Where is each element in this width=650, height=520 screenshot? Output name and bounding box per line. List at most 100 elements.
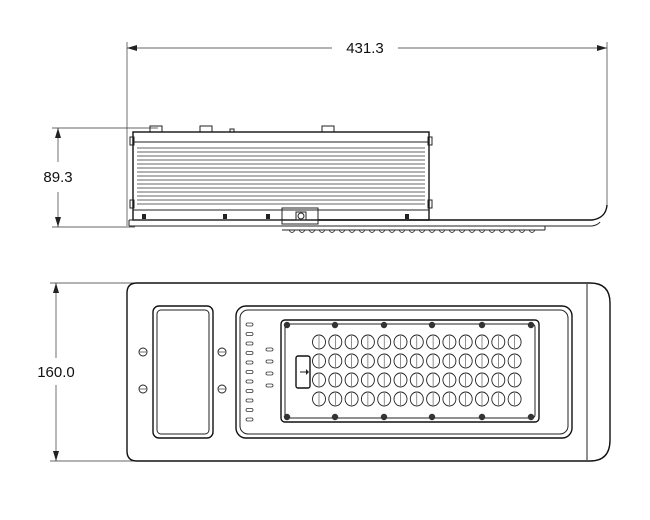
vent-slot xyxy=(245,417,254,422)
led-lens xyxy=(426,391,441,407)
led-lens xyxy=(360,391,375,407)
vent-slots xyxy=(245,322,274,422)
led-lens xyxy=(393,334,408,350)
led-lens xyxy=(442,372,457,388)
vent-slot xyxy=(245,341,254,346)
led-lens xyxy=(328,353,343,369)
led-lens xyxy=(312,391,326,407)
led-lens xyxy=(377,353,392,369)
led-lens-array xyxy=(312,334,522,407)
led-lens xyxy=(491,391,506,407)
vent-slot xyxy=(245,379,254,384)
led-lens xyxy=(442,353,457,369)
board-screw xyxy=(428,413,436,421)
led-lens xyxy=(458,334,473,350)
led-lens xyxy=(426,353,441,369)
led-lens xyxy=(312,353,326,369)
vent-slot xyxy=(245,351,254,355)
led-lens xyxy=(458,353,473,369)
side-lens xyxy=(388,229,396,233)
length-dimension-label: 431.3 xyxy=(346,40,384,57)
side-lens xyxy=(378,229,386,233)
board-screw xyxy=(527,413,535,421)
side-lens xyxy=(508,229,516,233)
led-lens xyxy=(475,353,489,369)
top-view xyxy=(126,282,611,462)
led-lens xyxy=(475,391,489,407)
side-lens xyxy=(498,229,506,233)
led-lens xyxy=(328,372,343,388)
side-lens xyxy=(358,229,366,233)
board-screw xyxy=(283,321,291,329)
heat-sink-fins xyxy=(133,141,429,211)
side-lens xyxy=(458,229,466,233)
vent-slot xyxy=(245,389,254,393)
led-lens xyxy=(458,372,473,388)
side-lens xyxy=(418,229,426,233)
led-lens xyxy=(507,334,522,350)
led-lens xyxy=(393,372,408,388)
side-lens xyxy=(398,229,406,233)
side-lens xyxy=(448,229,456,233)
board-screw xyxy=(527,321,535,329)
led-lens xyxy=(507,353,522,369)
side-lens-row xyxy=(288,229,536,233)
led-lens xyxy=(409,353,424,369)
led-lens xyxy=(426,372,441,388)
led-lens xyxy=(409,334,424,350)
led-lens xyxy=(312,372,326,388)
led-lens xyxy=(360,353,375,369)
height-dimension: 89.3 xyxy=(43,127,158,228)
side-lens xyxy=(288,229,296,233)
vent-slot xyxy=(245,370,254,374)
led-lens xyxy=(507,391,522,407)
vent-slot xyxy=(245,398,254,403)
width-dimension: 160.0 xyxy=(37,282,137,462)
led-lens xyxy=(409,391,424,407)
housing-screw xyxy=(138,384,148,394)
led-lens xyxy=(475,372,489,388)
board-screws xyxy=(283,321,535,421)
led-lens xyxy=(344,391,359,407)
length-dimension: 431.3 xyxy=(126,40,608,226)
led-lens xyxy=(377,391,392,407)
led-lens xyxy=(344,372,359,388)
vent-slot xyxy=(245,408,254,412)
led-lens xyxy=(360,334,375,350)
board-screw xyxy=(283,413,291,421)
side-lens xyxy=(438,229,446,233)
led-lens xyxy=(442,334,457,350)
side-lens xyxy=(528,229,536,233)
led-lens xyxy=(344,334,359,350)
board-screw xyxy=(331,321,339,329)
side-lens xyxy=(308,229,316,233)
side-lens xyxy=(518,229,526,233)
led-lens xyxy=(328,334,343,350)
led-lens xyxy=(377,334,392,350)
vent-slot xyxy=(265,359,274,364)
led-lens xyxy=(377,372,392,388)
led-lens xyxy=(491,372,506,388)
vent-slot xyxy=(245,322,254,327)
side-lens xyxy=(488,229,496,233)
board-screw xyxy=(428,321,436,329)
side-lens xyxy=(328,229,336,233)
led-lens xyxy=(393,391,408,407)
board-screw xyxy=(331,413,339,421)
led-lens xyxy=(360,372,375,388)
side-lens xyxy=(408,229,416,233)
side-lens xyxy=(468,229,476,233)
vent-slot xyxy=(245,360,254,365)
led-lens xyxy=(507,372,522,388)
led-lens xyxy=(491,353,506,369)
vent-slot xyxy=(265,383,274,388)
side-lens xyxy=(348,229,356,233)
housing-screw xyxy=(138,347,148,357)
board-screw xyxy=(380,321,388,329)
side-lens xyxy=(298,229,306,233)
led-lens xyxy=(328,391,343,407)
side-lens xyxy=(338,229,346,233)
side-lens xyxy=(478,229,486,233)
led-lens xyxy=(442,391,457,407)
housing-screw xyxy=(217,347,227,357)
